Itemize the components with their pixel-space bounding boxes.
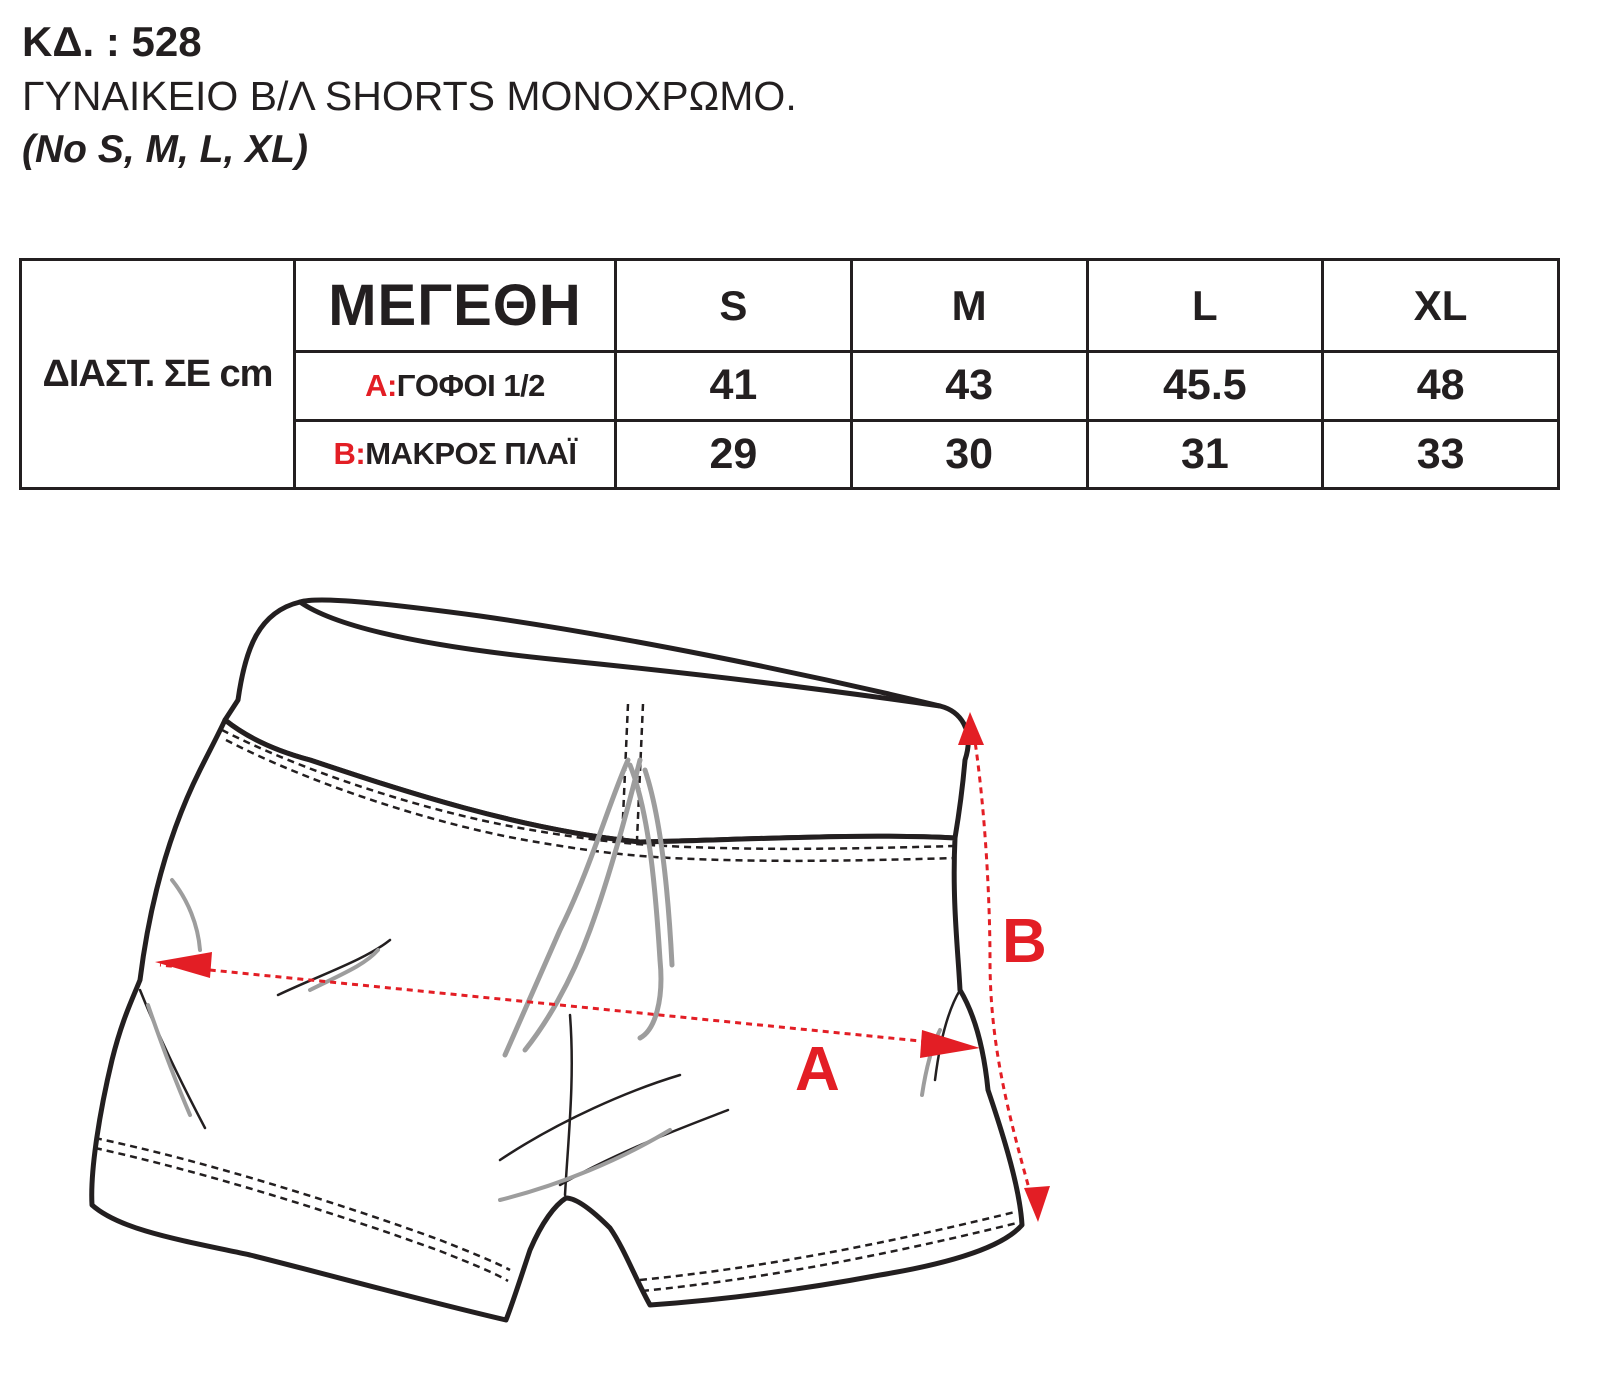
shorts-outline	[89, 597, 1025, 1323]
size-header-s: S	[614, 257, 853, 354]
row-label-text: ΓΟΦΟΙ 1/2	[396, 367, 546, 403]
measurement-a-label: A	[795, 1035, 840, 1104]
row-letter-a: A:	[365, 367, 397, 403]
measurement-b-line	[970, 721, 1037, 1211]
available-sizes-note: (No S, M, L, XL)	[22, 128, 308, 171]
table-cell: 48	[1321, 350, 1560, 422]
product-code: ΚΔ. : 528	[22, 18, 202, 65]
measurement-b: B	[958, 712, 1050, 1222]
measurement-a: A	[155, 952, 980, 1104]
product-title: ΓΥΝΑΙΚΕΙΟ Β/Λ SHORTS ΜΟΝΟΧΡΩΜΟ.	[22, 73, 797, 119]
size-header-l: L	[1085, 257, 1325, 354]
table-cell: 43	[849, 350, 1089, 422]
table-row: A:ΓΟΦΟΙ 1/2 41 43 45.5 48	[21, 350, 1560, 422]
seam-stitching	[94, 703, 1018, 1293]
dimensions-unit-label: ΔΙΑΣΤ. ΣΕ cm	[19, 258, 296, 490]
arrow-right-icon	[920, 1030, 980, 1058]
row-label-hips: A:ΓΟΦΟΙ 1/2	[293, 350, 617, 422]
table-cell: 45.5	[1085, 350, 1325, 422]
row-label-side-length: B:ΜΑΚΡΟΣ ΠΛΑΪ	[293, 418, 617, 491]
row-letter-b: B:	[333, 436, 366, 472]
sizes-header-label: ΜΕΓΕΘΗ	[293, 257, 617, 354]
measurement-b-label: B	[1002, 907, 1047, 976]
size-header-xl: XL	[1321, 257, 1560, 354]
measurement-a-line	[159, 963, 961, 1047]
row-label-text: ΜΑΚΡΟΣ ΠΛΑΪ	[365, 436, 577, 472]
table-cell: 31	[1085, 418, 1325, 491]
table-cell: 29	[614, 418, 853, 491]
arrow-down-icon	[1024, 1186, 1050, 1222]
size-header-m: M	[849, 257, 1089, 354]
table-cell: 30	[849, 418, 1089, 491]
size-chart-table: ΔΙΑΣΤ. ΣΕ cm ΜΕΓΕΘΗ S M L XL A:ΓΟΦΟΙ 1/2…	[19, 257, 1560, 491]
product-header: ΚΔ. : 528 ΓΥΝΑΙΚΕΙΟ Β/Λ SHORTS ΜΟΝΟΧΡΩΜΟ…	[22, 18, 797, 174]
table-header-row: ΔΙΑΣΤ. ΣΕ cm ΜΕΓΕΘΗ S M L XL	[19, 257, 1560, 490]
table-cell: 33	[1321, 418, 1560, 491]
table-row: B:ΜΑΚΡΟΣ ΠΛΑΪ 29 30 31 33	[21, 418, 1560, 491]
table-cell: 41	[614, 350, 853, 422]
drawstring	[502, 757, 675, 1058]
arrow-up-icon	[958, 712, 984, 745]
arrow-left-icon	[155, 952, 212, 978]
fabric-shading	[146, 878, 942, 1202]
